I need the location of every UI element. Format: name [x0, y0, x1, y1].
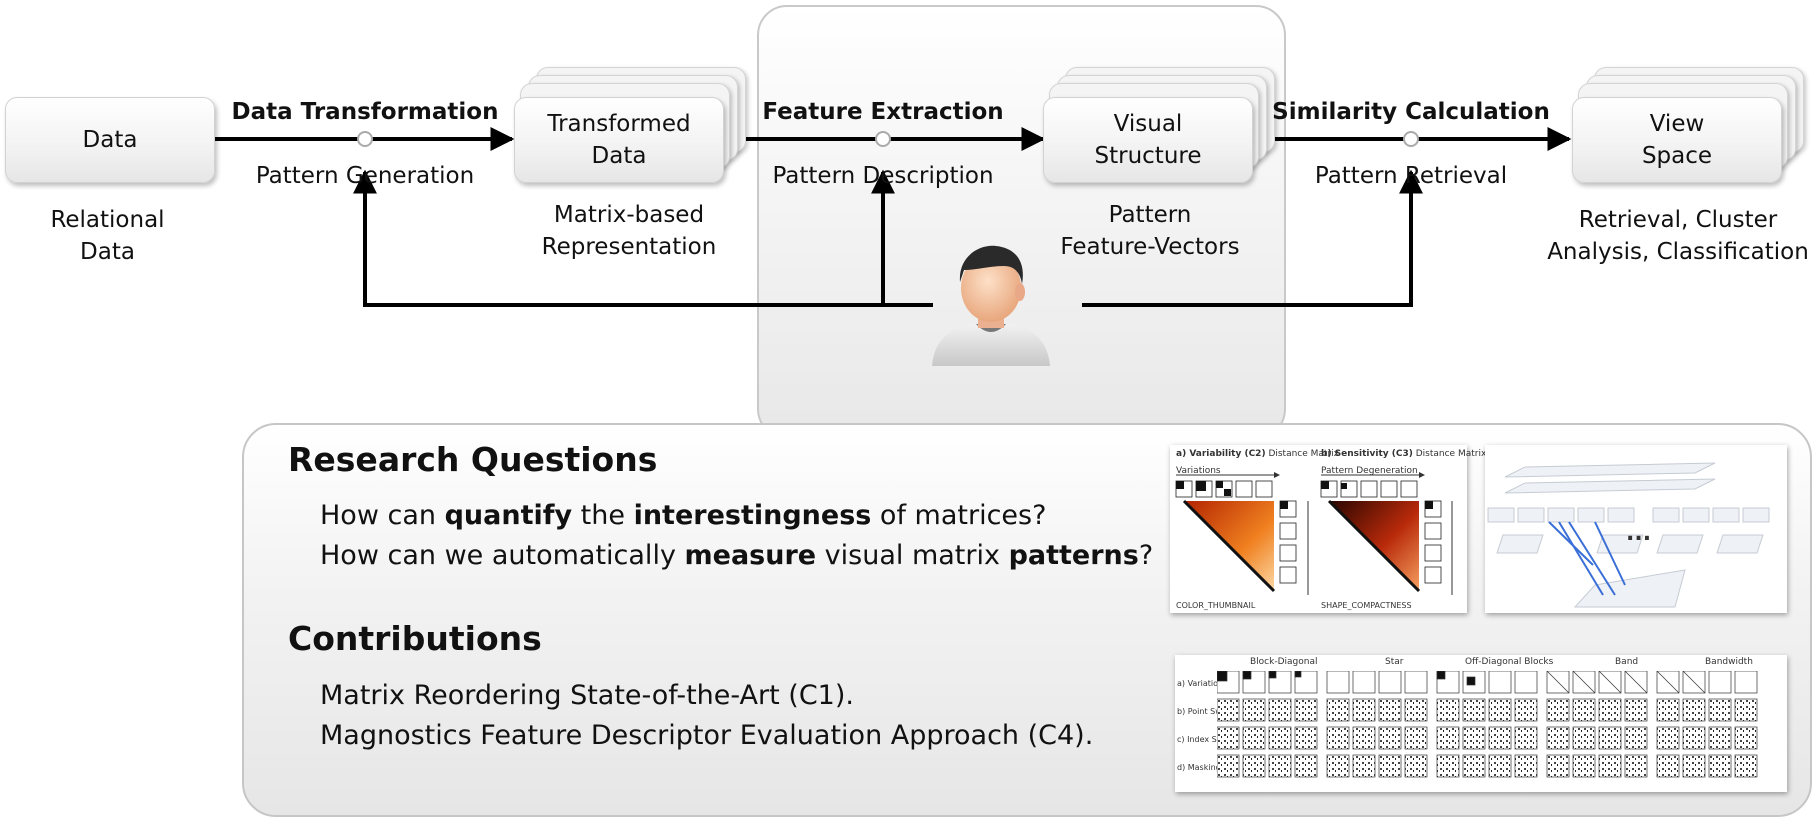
variability-footer: COLOR_THUMBNAIL — [1176, 601, 1256, 610]
user-feedback-line-left — [353, 169, 933, 307]
rq1-bold: quantify — [444, 500, 573, 531]
contribution-item: Magnostics Feature Descriptor Evaluation… — [320, 720, 1094, 751]
distance-matrices-graphic — [1175, 472, 1453, 595]
grid-col-label: Bandwidth — [1705, 657, 1753, 667]
step-subtitle: Pattern Generation — [255, 163, 475, 189]
transformed-data-label: Transformed Data — [547, 111, 691, 169]
step-data-transformation: Data Transformation Pattern Generation — [224, 64, 506, 224]
grid-row-label: d) Masking — [1177, 763, 1221, 772]
sensitivity-arrow-label: Pattern Degeneration — [1321, 466, 1418, 476]
step-feature-extraction: Feature Extraction Pattern Description — [742, 64, 1024, 224]
visual-structure-label: Visual Structure — [1094, 111, 1202, 169]
variability-title-rest: Distance Matrix — [1268, 449, 1339, 459]
sensitivity-title-bold: b) Sensitivity (C3) — [1321, 449, 1413, 459]
step-title: Feature Extraction — [762, 99, 1004, 125]
rq1-bold: interestingness — [633, 500, 872, 531]
data-box-label: Data — [82, 127, 138, 153]
research-questions-heading: Research Questions — [288, 440, 658, 479]
rq2-text: ? — [1138, 540, 1154, 571]
rq2-text: visual matrix — [816, 540, 1009, 571]
caption-retrieval: Retrieval, Cluster Analysis, Classificat… — [1547, 207, 1809, 265]
contributions-heading: Contributions — [288, 619, 542, 658]
view-space-label: View Space — [1641, 111, 1713, 169]
grid-col-label: Band — [1615, 657, 1639, 667]
distance-matrices-figure: a) Variability (C2) Distance Matrix Vari… — [1170, 445, 1486, 613]
research-question-2: How can we automatically measure visual … — [320, 540, 1153, 571]
node-pattern-retrieval — [1403, 131, 1419, 147]
user-feedback-line-right — [1082, 169, 1423, 307]
variability-arrow-label: Variations — [1176, 466, 1221, 476]
view-space-box: View Space — [1572, 97, 1782, 183]
step-title: Data Transformation — [231, 99, 499, 125]
grid-col-label: Off-Diagonal Blocks — [1465, 657, 1554, 667]
contribution-item: Matrix Reordering State-of-the-Art (C1). — [320, 680, 854, 711]
variability-title-bold: a) Variability (C2) — [1176, 449, 1266, 459]
pattern-grid-graphic — [1217, 671, 1758, 778]
sensitivity-footer: SHAPE_COMPACTNESS — [1321, 601, 1412, 610]
pattern-variation-grid: Block-Diagonal Star Off-Diagonal Blocks … — [1175, 655, 1787, 792]
rq1-text: the — [572, 500, 634, 531]
caption-matrix-representation: Matrix-based Representation — [541, 202, 717, 260]
transformed-data-box: Transformed Data — [514, 97, 724, 183]
step-subtitle: Pattern Retrieval — [1314, 163, 1508, 189]
sensitivity-title-rest: Distance Matrix — [1415, 449, 1487, 459]
user-avatar-icon — [932, 245, 1050, 366]
rq2-bold: measure — [684, 540, 817, 571]
step-subtitle: Pattern Description — [772, 163, 994, 189]
grid-col-label: Block-Diagonal — [1250, 657, 1318, 667]
rq2-text: How can we automatically — [320, 540, 685, 571]
rq1-text: How can — [320, 500, 445, 531]
data-box: Data — [5, 97, 215, 183]
grid-row-label: b) Point Swap — [1177, 707, 1232, 716]
rq1-text: of matrices? — [871, 500, 1047, 531]
visual-structure-box: Visual Structure — [1043, 97, 1253, 183]
node-pattern-generation — [357, 131, 373, 147]
ellipsis-label: ... — [1626, 521, 1652, 546]
variability-title: a) Variability (C2) Distance Matrix — [1176, 449, 1339, 459]
grid-col-label: Star — [1385, 657, 1404, 667]
caption-relational-data: Relational Data — [50, 207, 165, 265]
node-pattern-description — [875, 131, 891, 147]
research-question-1: How can quantify the interestingness of … — [320, 500, 1046, 531]
feature-space-figure: ... — [1485, 445, 1787, 613]
caption-feature-vectors: Pattern Feature-Vectors — [1060, 202, 1240, 260]
sensitivity-title: b) Sensitivity (C3) Distance Matrix — [1321, 449, 1486, 459]
step-title: Similarity Calculation — [1272, 99, 1550, 125]
rq2-bold: patterns — [1008, 540, 1139, 571]
feature-space-graphic — [1487, 462, 1770, 608]
step-similarity-calculation: Similarity Calculation Pattern Retrieval — [1255, 64, 1567, 224]
grid-row-label: c) Index Swap — [1177, 735, 1234, 744]
grid-row-label: a) Variations — [1177, 679, 1228, 688]
